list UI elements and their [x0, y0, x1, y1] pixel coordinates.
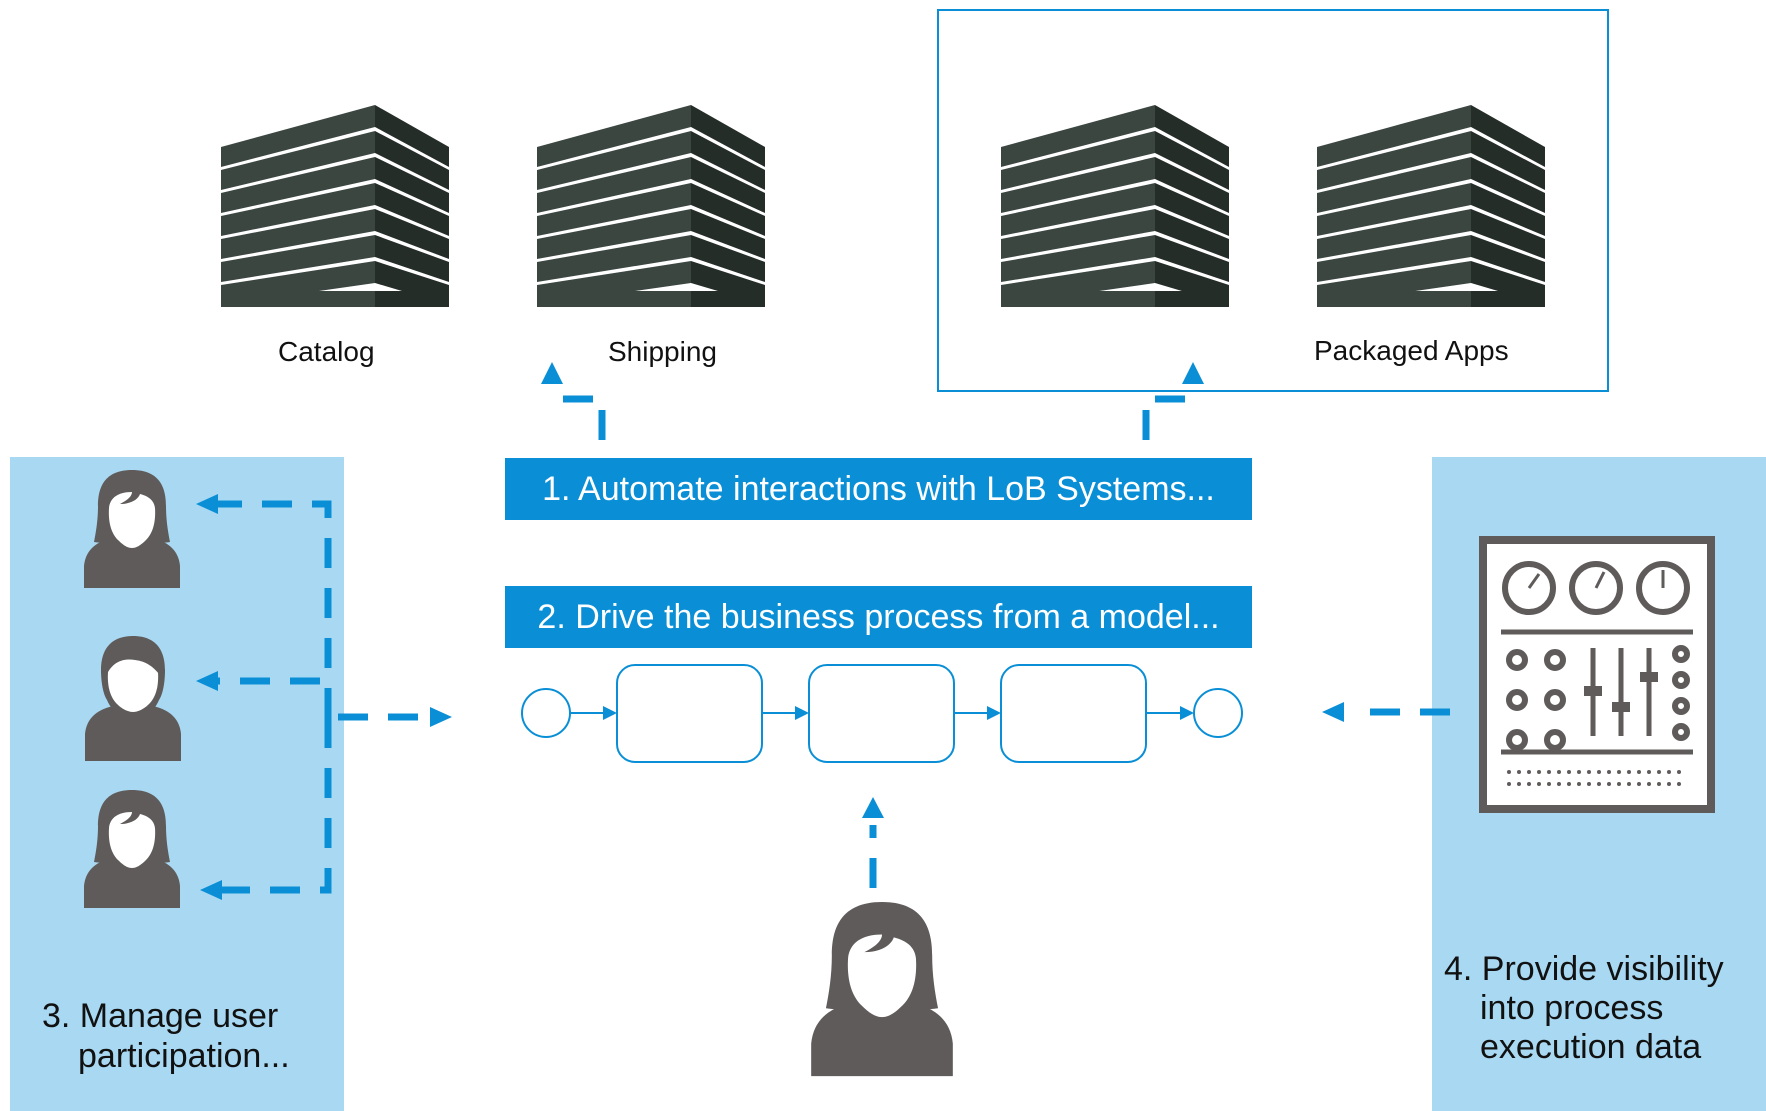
server-slab-front: [1317, 157, 1471, 213]
server-slab-front: [1317, 235, 1471, 282]
server-slab-front: [1001, 105, 1155, 167]
server-slab-side: [1471, 235, 1545, 282]
server-slab-front: [1317, 131, 1471, 190]
step3-text: 3. Manage user participation...: [42, 996, 290, 1076]
user-male-icon: [85, 636, 181, 761]
connector-to-users: [218, 500, 332, 718]
server-rack-icon: [1001, 105, 1229, 307]
arrow-left-user1: [196, 494, 218, 514]
start-event: [521, 688, 571, 738]
step4-line1: 4. Provide visibility: [1444, 950, 1724, 988]
connector-to-shipping: [549, 395, 606, 440]
server-slab-side: [691, 157, 765, 213]
arrow-up-shipping: [541, 362, 563, 384]
server-slab-side: [375, 183, 449, 236]
server-slab-front: [537, 131, 691, 190]
server-slab-front: [1317, 183, 1471, 236]
server-slab-side: [1155, 235, 1229, 282]
task-2: [808, 664, 955, 763]
server-slab-side: [691, 209, 765, 259]
arrow-left-user2: [196, 671, 218, 691]
server-slab-side: [691, 105, 765, 167]
server-slab-front: [537, 235, 691, 282]
step4-text: 4. Provide visibility into process execu…: [1444, 950, 1724, 1067]
task-1: [616, 664, 763, 763]
server-slab-front: [1317, 105, 1471, 167]
server-slab-side: [375, 209, 449, 259]
step3-line1: 3. Manage user: [42, 997, 279, 1035]
server-slab-side: [375, 235, 449, 282]
server-slab-side: [375, 157, 449, 213]
step1-banner: 1. Automate interactions with LoB System…: [505, 458, 1252, 520]
step2-banner: 2. Drive the business process from a mod…: [505, 586, 1252, 648]
server-slab-side: [1471, 157, 1545, 213]
arrow-left-process: [1322, 702, 1344, 722]
user-female-icon: [84, 790, 180, 908]
shipping-label: Shipping: [608, 336, 717, 367]
server-slab-front: [537, 209, 691, 259]
step4-line2: into process: [1480, 989, 1664, 1027]
arrow-right-process: [430, 707, 452, 727]
user-female-icon: [811, 902, 953, 1077]
arrow-up-process: [862, 797, 884, 818]
server-slab-side: [1155, 183, 1229, 236]
task-3: [1000, 664, 1147, 763]
server-slab-front: [1001, 131, 1155, 190]
server-slab-side: [691, 235, 765, 282]
server-slab-side: [1471, 209, 1545, 259]
server-slab-side: [691, 131, 765, 190]
packaged-apps-label: Packaged Apps: [1314, 335, 1509, 366]
server-slab-front: [1001, 235, 1155, 282]
server-slab-front: [1001, 183, 1155, 236]
packaged-apps-group: [937, 9, 1609, 392]
end-event: [1193, 688, 1243, 738]
server-slab-side: [1471, 131, 1545, 190]
server-slab-front: [221, 131, 375, 190]
server-slab-front: [1001, 157, 1155, 213]
server-slab-side: [1471, 183, 1545, 236]
server-slab-side: [1155, 157, 1229, 213]
server-slab-side: [691, 183, 765, 236]
control-panel-icon: [1479, 536, 1715, 813]
catalog-label: Catalog: [278, 336, 375, 367]
arrow-left-user3: [200, 880, 222, 900]
step4-line3: execution data: [1480, 1028, 1702, 1066]
server-slab-front: [221, 235, 375, 282]
server-slab-front: [221, 157, 375, 213]
server-rack-icon: [1317, 105, 1545, 307]
server-slab-side: [1155, 105, 1229, 167]
server-slab-front: [1001, 209, 1155, 259]
server-slab-front: [537, 105, 691, 167]
server-slab-side: [1471, 105, 1545, 167]
server-slab-front: [221, 209, 375, 259]
server-slab-side: [375, 105, 449, 167]
connector-to-packaged-apps: [1142, 395, 1193, 440]
server-slab-side: [375, 131, 449, 190]
user-female-icon: [84, 470, 180, 588]
server-slab-front: [537, 157, 691, 213]
step3-line2: participation...: [78, 1037, 290, 1075]
server-slab-side: [1155, 209, 1229, 259]
arrow-up-packaged: [1182, 362, 1204, 384]
server-rack-icon: [221, 105, 449, 307]
server-slab-front: [221, 183, 375, 236]
server-slab-front: [1317, 209, 1471, 259]
connector-user3: [222, 718, 332, 894]
server-slab-side: [1155, 131, 1229, 190]
server-rack-icon: [537, 105, 765, 307]
server-slab-front: [221, 105, 375, 167]
server-slab-front: [537, 183, 691, 236]
